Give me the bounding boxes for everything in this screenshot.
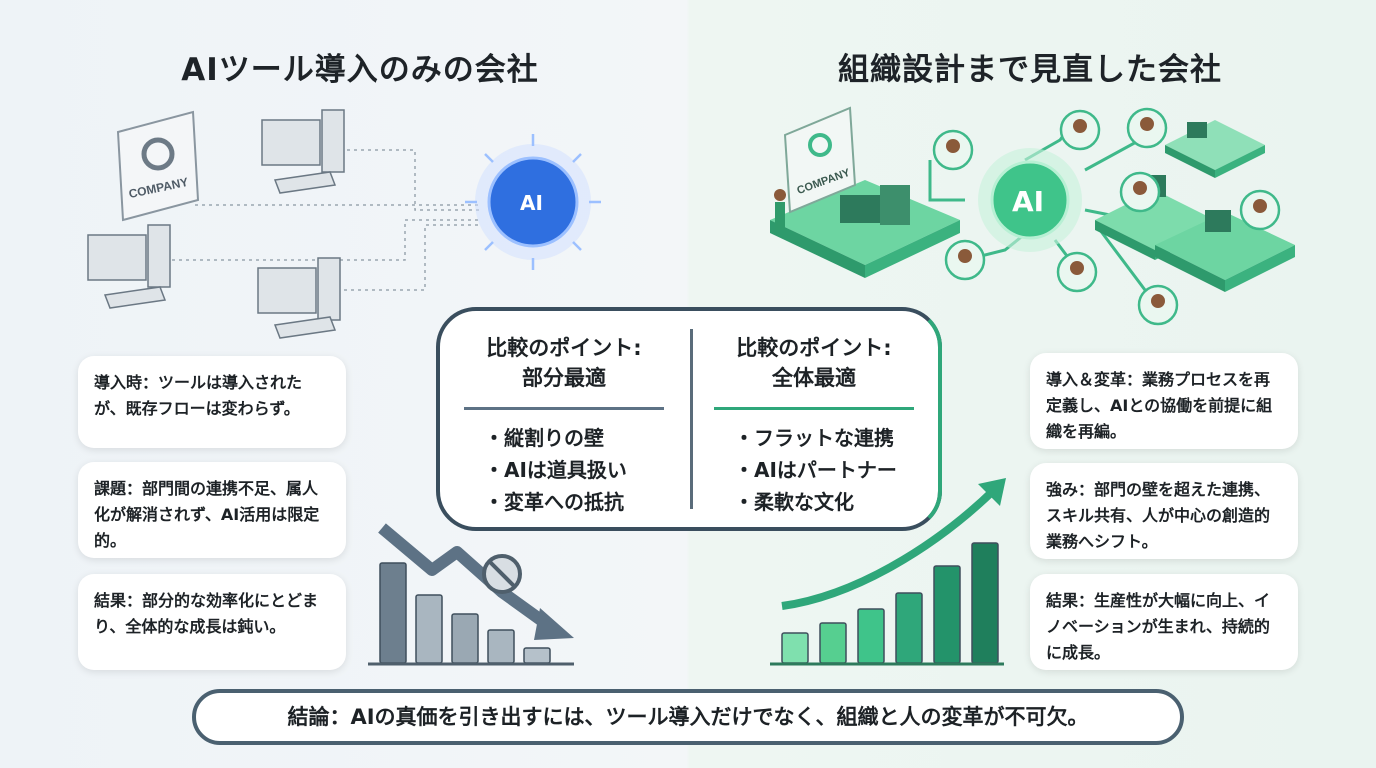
right-card-result: 結果：生産性が大幅に向上、イノベーションが生まれ、持続的に成長。 bbox=[1030, 574, 1298, 670]
chart-bar bbox=[451, 613, 479, 664]
comparison-overall-item: 柔軟な文化 bbox=[734, 486, 924, 518]
person-faces bbox=[946, 117, 1267, 308]
computer-icon bbox=[87, 224, 171, 309]
conclusion-banner: 結論：AIの真価を引き出すには、ツール導入だけでなく、組織と人の変革が不可欠。 bbox=[192, 689, 1184, 745]
comparison-partial-heading-text: 比較のポイント: 部分最適 bbox=[486, 336, 642, 390]
comparison-box: 比較のポイント: 部分最適 縦割りの壁 AIは道具扱い 変革への抵抗 比較のポイ… bbox=[436, 307, 942, 531]
chart-bar bbox=[415, 594, 443, 664]
comparison-overall-list: フラットな連携 AIはパートナー 柔軟な文化 bbox=[704, 422, 924, 518]
comparison-partial-item: 変革への抵抗 bbox=[484, 486, 674, 518]
computer-icon bbox=[261, 109, 345, 194]
right-card-strengths: 強み：部門の壁を超えた連携、スキル共有、人が中心の創造的業務へシフト。 bbox=[1030, 463, 1298, 559]
ai-badge-right: AI bbox=[1012, 185, 1044, 218]
divider-line-right bbox=[714, 407, 914, 410]
comparison-overall: 比較のポイント: 全体最適 フラットな連携 AIはパートナー 柔軟な文化 bbox=[704, 333, 924, 518]
divider-line-left bbox=[464, 407, 664, 410]
decline-arrow bbox=[378, 523, 556, 633]
chart-bar bbox=[819, 622, 847, 664]
left-card-implementation: 導入時：ツールは導入されたが、既存フローは変わらず。 bbox=[78, 356, 346, 448]
prohibited-icon bbox=[482, 554, 522, 594]
company-monitor-icon: COMPANY bbox=[116, 110, 200, 222]
decline-arrowhead bbox=[534, 608, 574, 640]
comparison-overall-item: AIはパートナー bbox=[734, 454, 924, 486]
comparison-partial-heading: 比較のポイント: 部分最適 bbox=[454, 333, 674, 393]
ai-badge-left: AI bbox=[520, 191, 543, 215]
comparison-overall-item: フラットな連携 bbox=[734, 422, 924, 454]
comparison-partial-item: 縦割りの壁 bbox=[484, 422, 674, 454]
rise-arrow bbox=[781, 487, 997, 610]
chart-bar bbox=[971, 542, 999, 664]
office-platform-left: COMPANY bbox=[770, 106, 960, 278]
left-network-illustration: COMPANY AI bbox=[87, 109, 601, 339]
rise-arrowhead bbox=[978, 478, 1006, 506]
right-card-strengths-text: 強み：部門の壁を超えた連携、スキル共有、人が中心の創造的業務へシフト。 bbox=[1046, 480, 1271, 551]
comparison-vertical-divider bbox=[690, 329, 693, 509]
right-office-illustration: COMPANY AI bbox=[770, 106, 1295, 326]
title-left: AIツール導入のみの会社 bbox=[181, 52, 539, 88]
ai-brain-icon-blue: AI bbox=[465, 134, 601, 270]
chart-bar bbox=[487, 629, 515, 664]
left-card-issues: 課題：部門間の連携不足、属人化が解消されず、AI活用は限定的。 bbox=[78, 462, 346, 558]
chart-bar bbox=[857, 608, 885, 664]
right-card-result-text: 結果：生産性が大幅に向上、イノベーションが生まれ、持続的に成長。 bbox=[1046, 591, 1271, 662]
left-card-implementation-text: 導入時：ツールは導入されたが、既存フローは変わらず。 bbox=[94, 373, 303, 418]
comparison-partial-list: 縦割りの壁 AIは道具扱い 変革への抵抗 bbox=[454, 422, 674, 518]
chart-bar bbox=[379, 562, 407, 664]
right-card-transformation: 導入＆変革：業務プロセスを再定義し、AIとの協働を前提に組織を再編。 bbox=[1030, 353, 1298, 449]
dotted-connectors bbox=[165, 149, 480, 291]
title-right: 組織設計まで見直した会社 bbox=[838, 52, 1222, 88]
left-card-issues-text: 課題：部門間の連携不足、属人化が解消されず、AI活用は限定的。 bbox=[94, 479, 320, 550]
chart-bar bbox=[895, 592, 923, 664]
chart-bar bbox=[781, 632, 809, 664]
declining-bar-chart bbox=[368, 523, 574, 666]
comparison-partial-item: AIは道具扱い bbox=[484, 454, 674, 486]
conclusion-text: 結論：AIの真価を引き出すには、ツール導入だけでなく、組織と人の変革が不可欠。 bbox=[287, 705, 1089, 729]
left-card-result-text: 結果：部分的な効率化にとどまり、全体的な成長は鈍い。 bbox=[94, 591, 319, 636]
ai-brain-icon-green: AI bbox=[978, 148, 1082, 252]
chart-bar bbox=[523, 647, 551, 664]
right-card-transformation-text: 導入＆変革：業務プロセスを再定義し、AIとの協働を前提に組織を再編。 bbox=[1046, 370, 1273, 441]
comparison-overall-heading-text: 比較のポイント: 全体最適 bbox=[736, 336, 892, 390]
comparison-partial: 比較のポイント: 部分最適 縦割りの壁 AIは道具扱い 変革への抵抗 bbox=[454, 333, 674, 518]
computer-icon bbox=[257, 257, 341, 339]
rising-bar-chart bbox=[770, 478, 1006, 666]
left-card-result: 結果：部分的な効率化にとどまり、全体的な成長は鈍い。 bbox=[78, 574, 346, 670]
comparison-overall-heading: 比較のポイント: 全体最適 bbox=[704, 333, 924, 393]
chart-bar bbox=[933, 565, 961, 664]
